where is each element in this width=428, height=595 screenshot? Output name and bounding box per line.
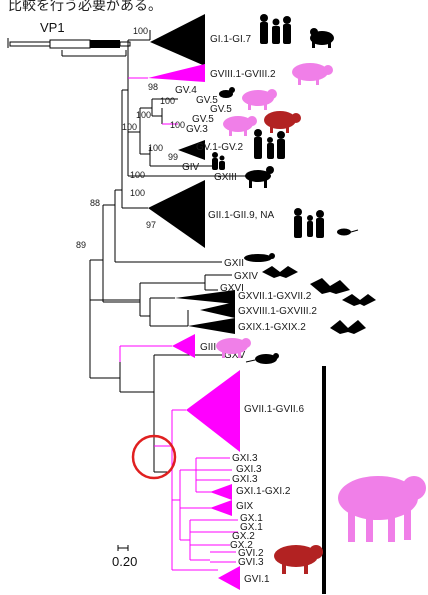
bootstrap-value: 100 xyxy=(133,26,148,36)
bootstrap-value: 98 xyxy=(148,82,158,92)
bootstrap-value: 100 xyxy=(136,110,151,120)
clade-label: GXI.3 xyxy=(232,474,258,485)
dog-icon xyxy=(219,87,235,98)
clade-giii xyxy=(172,334,195,358)
clade-label: GXVIII.1-GXVIII.2 xyxy=(238,306,317,317)
bat-icon xyxy=(262,266,298,278)
clade-gxix xyxy=(188,318,235,334)
clade-label: GVI.1 xyxy=(244,574,270,585)
clade-gii xyxy=(148,180,205,248)
clade-label: GIII xyxy=(200,342,216,353)
genome-schematic xyxy=(8,38,130,56)
bootstrap-value: 100 xyxy=(160,96,175,106)
bootstrap-value: 88 xyxy=(90,198,100,208)
clade-gix xyxy=(210,500,232,516)
human-family-icon xyxy=(254,129,285,159)
clade-label: GXII xyxy=(224,258,244,269)
human-family-icon xyxy=(294,208,324,238)
bootstrap-value: 100 xyxy=(148,143,163,153)
clade-gvii xyxy=(186,370,240,452)
bootstrap-value: 100 xyxy=(130,170,145,180)
clade-label: GV.1-GV.2 xyxy=(196,142,244,153)
clade-label: GXIX.1-GXIX.2 xyxy=(238,322,306,333)
clade-label: GIX xyxy=(236,501,254,512)
dog-icon xyxy=(245,166,274,188)
mouse-icon xyxy=(337,229,358,236)
pig-icon xyxy=(242,89,277,110)
wild-boar-icon xyxy=(274,545,323,574)
clade-label: GXI.1-GXI.2 xyxy=(236,486,291,497)
pig-icon xyxy=(292,63,333,85)
clade-label: GXIII xyxy=(214,172,237,183)
scale-bar: 0.20 xyxy=(112,545,137,569)
clade-gviii xyxy=(148,64,205,82)
bootstrap-value: 100 xyxy=(170,120,185,130)
human-family-icon xyxy=(260,14,291,44)
clade-label: GI.1-GI.7 xyxy=(210,34,252,45)
rat-icon xyxy=(246,353,279,364)
human-family-icon xyxy=(212,152,225,170)
clade-label: GVII.1-GVII.6 xyxy=(244,404,304,415)
clade-gxviii xyxy=(200,302,235,318)
clade-label: GIV xyxy=(182,162,200,173)
clade-label: GV.4 xyxy=(175,85,197,96)
bat-icon xyxy=(342,294,376,306)
clade-label: GVI.3 xyxy=(238,557,264,568)
bootstrap-value: 89 xyxy=(76,240,86,250)
monkey-icon xyxy=(310,28,334,48)
clade-gvi1 xyxy=(218,566,240,590)
clade-label: GXIV xyxy=(234,271,258,282)
clade-label: GV.3 xyxy=(186,124,208,135)
scale-bar-label: 0.20 xyxy=(112,554,137,569)
pig-icon xyxy=(223,116,257,136)
wild-boar-icon xyxy=(264,111,301,133)
bat-icon xyxy=(310,278,350,294)
bat-icon xyxy=(330,320,366,334)
pig-icon xyxy=(338,476,426,542)
gene-label: VP1 xyxy=(40,20,65,35)
clade-label: GVIII.1-GVIII.2 xyxy=(210,69,276,80)
clade-label: GII.1-GII.9, NA xyxy=(208,210,274,221)
bootstrap-value: 100 xyxy=(122,122,137,132)
clade-label: GXVII.1-GXVII.2 xyxy=(238,291,312,302)
bootstrap-value: 97 xyxy=(146,220,156,230)
header-text: 比較を行う必要がある。 xyxy=(8,0,162,13)
clade-label: GXI.3 xyxy=(232,453,258,464)
ferret-icon xyxy=(244,253,275,262)
bootstrap-value: 100 xyxy=(130,188,145,198)
bootstrap-value: 99 xyxy=(168,152,178,162)
pig-clade-bar xyxy=(322,366,326,594)
clade-gxi12 xyxy=(210,484,232,500)
clade-gi xyxy=(150,14,205,66)
